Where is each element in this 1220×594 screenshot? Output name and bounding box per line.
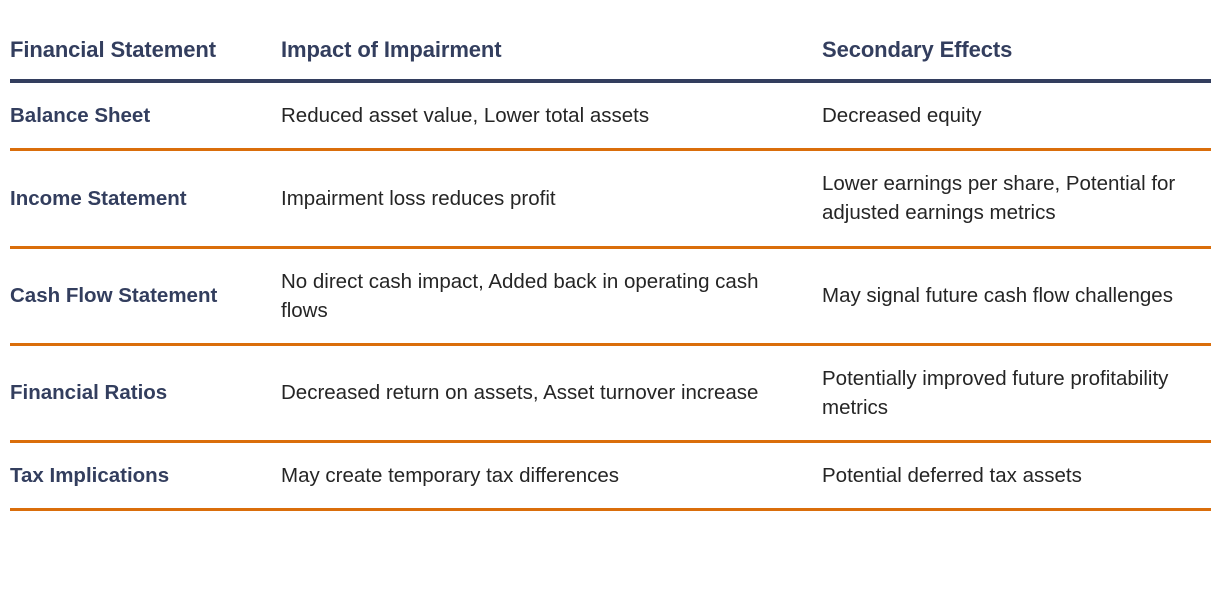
column-header-financial-statement-label: Financial Statement — [10, 37, 216, 62]
cell-secondary: Potential deferred tax assets — [822, 441, 1211, 512]
table-row: Financial Ratios Decreased return on ass… — [10, 344, 1211, 444]
table-header: Financial Statement Impact of Impairment… — [10, 34, 1211, 84]
column-header-impact-of-impairment-label: Impact of Impairment — [281, 37, 502, 62]
cell-impact-text: No direct cash impact, Added back in ope… — [281, 269, 759, 322]
impairment-impact-table: Financial Statement Impact of Impairment… — [10, 34, 1211, 512]
cell-secondary-text: May signal future cash flow challenges — [822, 284, 1173, 308]
cell-secondary-text: Lower earnings per share, Potential for … — [822, 172, 1176, 225]
cell-secondary: Potentially improved future profitabilit… — [822, 344, 1211, 444]
table-body: Balance Sheet Reduced asset value, Lower… — [10, 81, 1211, 512]
cell-impact: Impairment loss reduces profit — [281, 149, 822, 249]
row-header-label: Balance Sheet — [10, 104, 151, 128]
cell-impact: No direct cash impact, Added back in ope… — [281, 247, 822, 346]
table-row: Cash Flow Statement No direct cash impac… — [10, 247, 1211, 346]
row-header-tax-implications: Tax Implications — [10, 441, 281, 512]
table-row: Balance Sheet Reduced asset value, Lower… — [10, 81, 1211, 152]
cell-secondary: Lower earnings per share, Potential for … — [822, 149, 1211, 249]
cell-impact: Decreased return on assets, Asset turnov… — [281, 344, 822, 444]
column-header-secondary-effects-label: Secondary Effects — [822, 37, 1013, 62]
cell-impact: Reduced asset value, Lower total assets — [281, 81, 822, 152]
cell-secondary-text: Decreased equity — [822, 104, 982, 128]
row-header-cash-flow-statement: Cash Flow Statement — [10, 247, 281, 346]
row-header-financial-ratios: Financial Ratios — [10, 344, 281, 444]
cell-secondary: May signal future cash flow challenges — [822, 247, 1211, 346]
cell-secondary-text: Potential deferred tax assets — [822, 464, 1082, 487]
row-header-label: Cash Flow Statement — [10, 284, 218, 308]
row-header-income-statement: Income Statement — [10, 149, 281, 249]
row-header-label: Tax Implications — [10, 464, 170, 487]
row-header-balance-sheet: Balance Sheet — [10, 81, 281, 152]
cell-impact-text: May create temporary tax differences — [281, 464, 620, 487]
cell-secondary: Decreased equity — [822, 81, 1211, 152]
cell-impact: May create temporary tax differences — [281, 441, 822, 512]
table-row: Income Statement Impairment loss reduces… — [10, 149, 1211, 249]
column-header-impact-of-impairment: Impact of Impairment — [281, 34, 822, 84]
cell-impact-text: Reduced asset value, Lower total assets — [281, 104, 650, 128]
row-header-label: Income Statement — [10, 186, 187, 210]
cell-impact-text: Decreased return on assets, Asset turnov… — [281, 381, 759, 405]
column-header-financial-statement: Financial Statement — [10, 34, 281, 84]
cell-impact-text: Impairment loss reduces profit — [281, 186, 556, 210]
table-row: Tax Implications May create temporary ta… — [10, 441, 1211, 512]
table-header-row: Financial Statement Impact of Impairment… — [10, 34, 1211, 84]
column-header-secondary-effects: Secondary Effects — [822, 34, 1211, 84]
cell-secondary-text: Potentially improved future profitabilit… — [822, 366, 1169, 419]
row-header-label: Financial Ratios — [10, 381, 168, 405]
